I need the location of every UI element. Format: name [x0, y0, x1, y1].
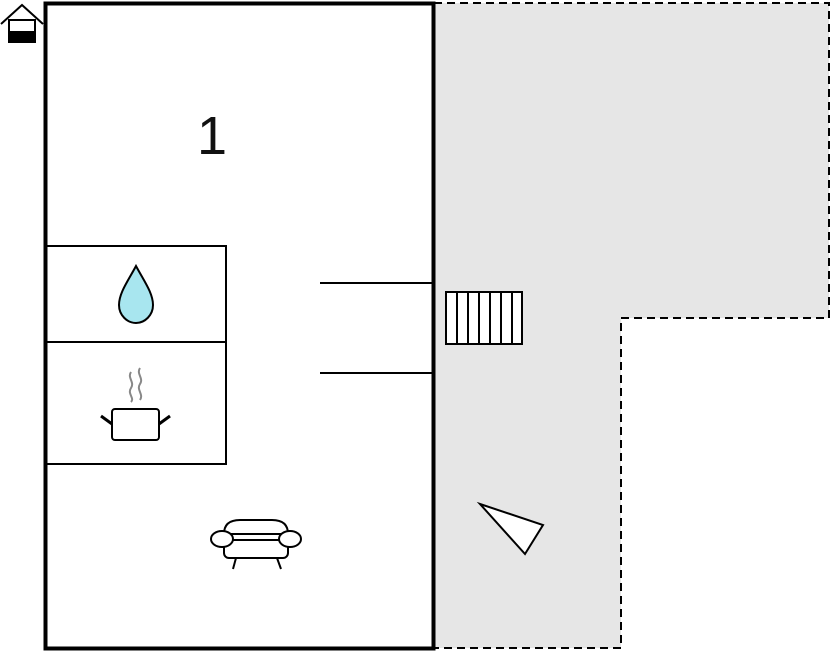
home-icon — [0, 3, 44, 43]
sofa-icon — [210, 519, 302, 570]
terrace-area — [434, 3, 829, 648]
room-number-label: 1 — [197, 106, 227, 166]
cooking-pot-icon — [100, 367, 171, 441]
compass-icon — [476, 501, 545, 556]
water-drop-icon — [117, 263, 155, 325]
kitchen-room — [45, 341, 227, 465]
terrace-outline — [434, 2, 830, 649]
stairs-icon — [445, 291, 523, 345]
